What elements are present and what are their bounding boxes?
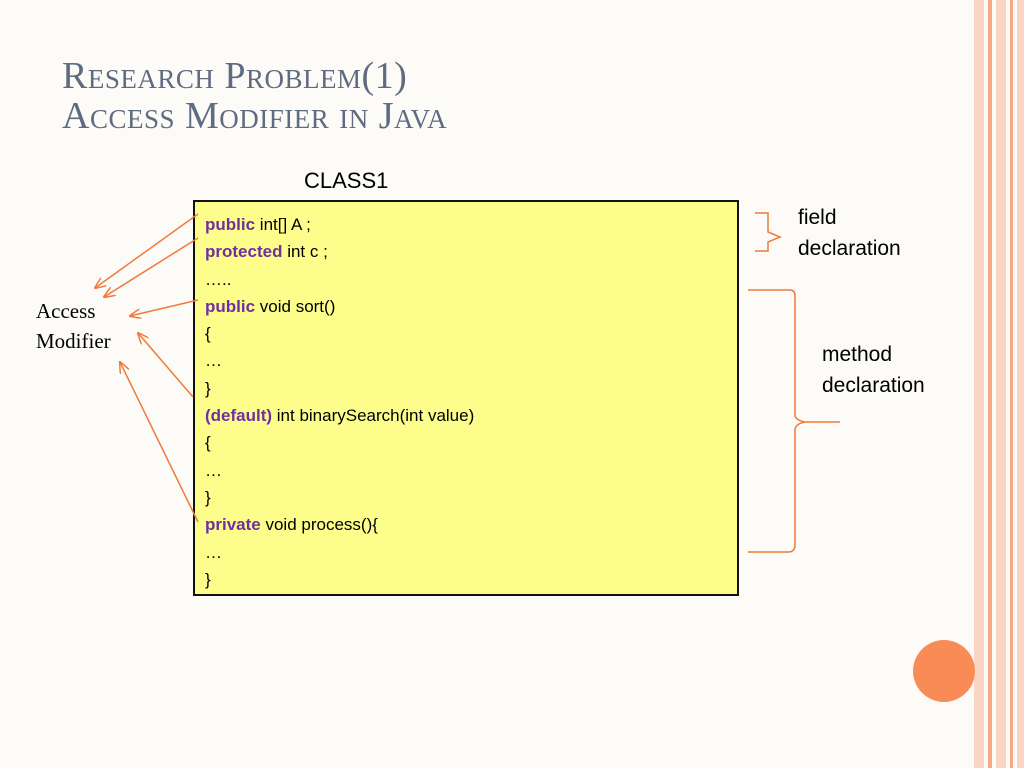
- decorative-side-stripes: [974, 0, 1024, 768]
- arrow-public-sort: [130, 299, 199, 316]
- code-box: public int[] A ;protected int c ;…..publ…: [193, 200, 739, 596]
- access-keyword: public: [205, 215, 256, 234]
- access-modifier-line-2: Modifier: [36, 329, 111, 353]
- code-text: …: [205, 351, 222, 371]
- code-line: }: [205, 375, 737, 402]
- code-text: int[] A ;: [255, 215, 311, 234]
- code-text: void sort(): [255, 296, 336, 316]
- field-declaration-label: field declaration: [798, 202, 901, 264]
- arrow-protected: [104, 237, 199, 297]
- code-text: int binarySearch(int value): [272, 406, 475, 426]
- code-line: …: [205, 457, 737, 484]
- code-text: void process(){: [260, 515, 378, 535]
- field-declaration-line-2: declaration: [798, 237, 901, 260]
- code-text: {: [205, 433, 211, 453]
- access-keyword: (default): [205, 406, 273, 426]
- code-line: …..: [205, 266, 737, 293]
- code-text: int c ;: [282, 242, 328, 262]
- code-line: {: [205, 320, 737, 347]
- code-text: }: [205, 378, 211, 398]
- method-declaration-line-1: method: [822, 343, 893, 366]
- method-declaration-label: method declaration: [822, 339, 925, 401]
- code-line: protected int c ;: [205, 238, 737, 265]
- method-declaration-line-2: declaration: [822, 374, 925, 397]
- code-line: private void process(){: [205, 511, 737, 538]
- arrow-private: [120, 362, 199, 523]
- code-line: (default) int binarySearch(int value): [205, 402, 737, 429]
- access-keyword: protected: [205, 242, 283, 262]
- slide-title-line-1: Research Problem(1): [62, 55, 408, 97]
- class-name-label: CLASS1: [304, 168, 389, 193]
- access-modifier-label: Access Modifier: [36, 296, 111, 356]
- code-line: }: [205, 484, 737, 511]
- code-text: }: [205, 569, 211, 589]
- code-text: }: [205, 487, 211, 507]
- slide-title-line-2: Access Modifier in Java: [62, 95, 448, 137]
- code-line: public void sort(): [205, 293, 737, 320]
- access-modifier-line-1: Access: [36, 299, 96, 323]
- access-keyword: public: [205, 296, 256, 316]
- code-line: }: [205, 566, 737, 593]
- code-line: …: [205, 539, 737, 566]
- code-line: public int[] A ;: [205, 211, 737, 238]
- code-text: …..: [205, 269, 232, 289]
- arrow-public-field: [95, 213, 199, 288]
- arrow-default: [138, 333, 194, 398]
- code-text: …: [205, 460, 222, 480]
- code-line: {: [205, 429, 737, 456]
- code-text: …: [205, 542, 222, 562]
- slide-title: Research Problem(1) Access Modifier in J…: [62, 56, 447, 136]
- code-text: {: [205, 324, 211, 344]
- method-brace: [748, 289, 840, 553]
- field-brace: [755, 212, 782, 252]
- field-declaration-line-1: field: [798, 206, 837, 229]
- decorative-circle: [913, 640, 975, 702]
- code-line: …: [205, 347, 737, 374]
- access-keyword: private: [205, 515, 261, 535]
